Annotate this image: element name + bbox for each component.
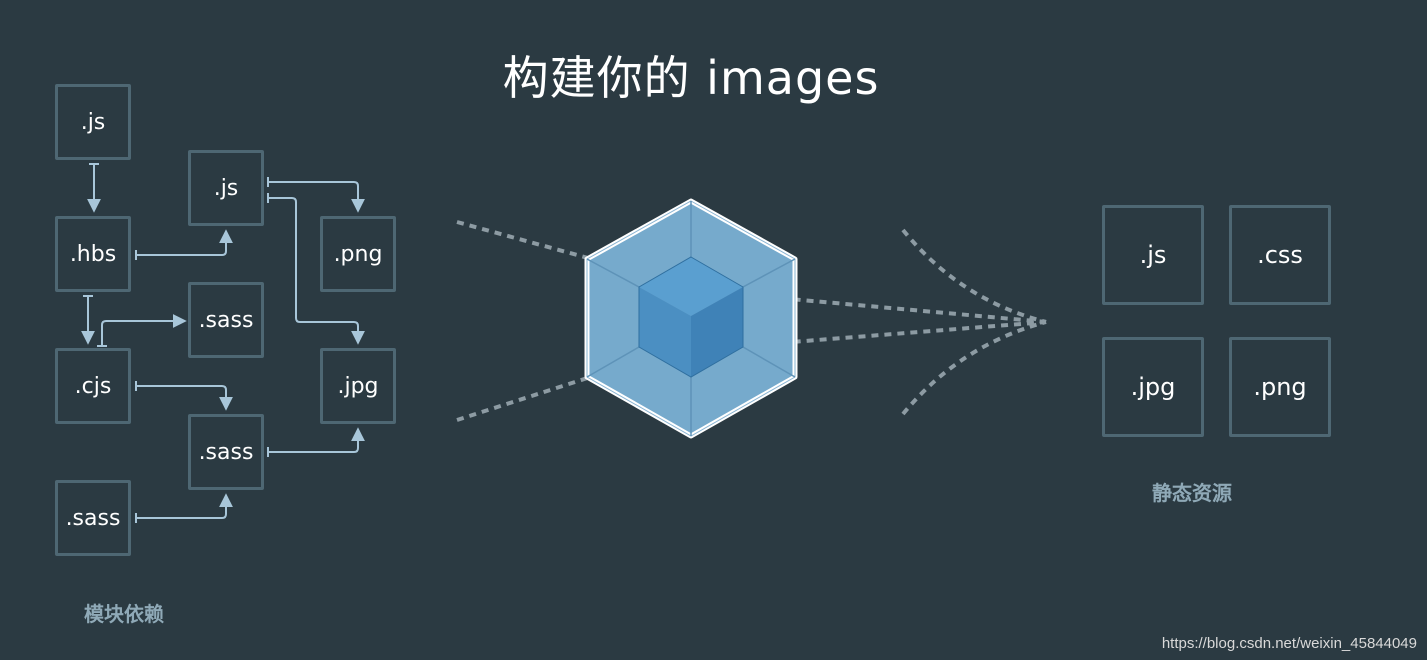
module-label: .sass: [198, 307, 254, 333]
module-box-hbs: .hbs: [55, 216, 131, 292]
arrow-cjs-to-sass1: [101, 314, 187, 346]
module-box-js-2: .js: [188, 150, 264, 226]
arrow-js2-to-png: [268, 181, 365, 213]
module-label: .jpg: [337, 373, 379, 399]
flow-line-bottom-left: [456, 343, 691, 422]
module-label: .cjs: [74, 373, 112, 399]
module-label: .sass: [198, 439, 254, 465]
webpack-cube-logo: [584, 198, 798, 439]
asset-box-js: .js: [1102, 205, 1204, 305]
module-box-png: .png: [320, 216, 396, 292]
arrow-hbs-to-js2: [136, 229, 233, 256]
asset-label: .js: [1139, 241, 1167, 269]
module-label: .js: [213, 175, 239, 201]
flow-curve-top: [901, 228, 1047, 324]
diagram-title: 构建你的 images: [502, 51, 880, 105]
arrow-sass3-to-sass2: [136, 493, 233, 519]
arrow-sass2-to-jpg: [268, 427, 365, 453]
asset-box-png: .png: [1229, 337, 1331, 437]
module-dependencies-caption: 模块依赖: [84, 602, 164, 626]
asset-label: .png: [1253, 373, 1307, 401]
module-box-js: .js: [55, 84, 131, 160]
module-label: .js: [80, 109, 106, 135]
source-watermark: https://blog.csdn.net/weixin_45844049: [1161, 635, 1417, 652]
module-label: .sass: [65, 505, 121, 531]
module-label: .hbs: [69, 241, 117, 267]
module-box-sass-3: .sass: [188, 414, 264, 490]
asset-box-css: .css: [1229, 205, 1331, 305]
module-box-jpg: .jpg: [320, 348, 396, 424]
arrow-js2-to-jpg: [268, 197, 365, 345]
module-box-sass: .sass: [55, 480, 131, 556]
module-box-cjs: .cjs: [55, 348, 131, 424]
static-assets-caption: 静态资源: [1152, 481, 1232, 505]
arrow-cjs-to-sass2: [136, 385, 233, 411]
asset-box-jpg: .jpg: [1102, 337, 1204, 437]
asset-label: .css: [1257, 241, 1303, 269]
asset-label: .jpg: [1130, 373, 1176, 401]
module-label: .png: [333, 241, 383, 267]
module-box-sass-2: .sass: [188, 282, 264, 358]
flow-curve-bottom: [901, 320, 1047, 416]
